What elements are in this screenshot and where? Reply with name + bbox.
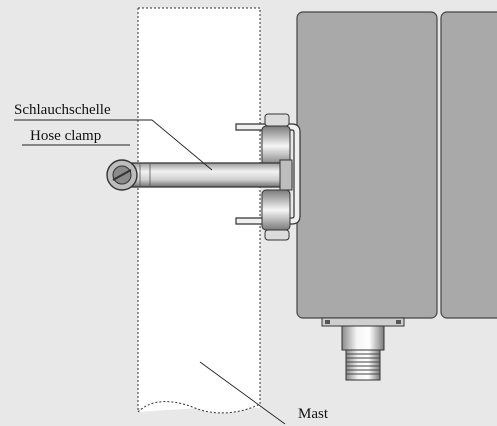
mast bbox=[137, 7, 261, 414]
label-hose-clamp: Hose clamp bbox=[30, 128, 101, 144]
mounting-bracket bbox=[235, 123, 301, 225]
clamp-screw-icon bbox=[106, 159, 138, 191]
label-mast: Mast bbox=[298, 406, 329, 422]
device-housing bbox=[296, 11, 497, 319]
bracket-rollers bbox=[261, 113, 291, 241]
leader-lines bbox=[14, 119, 286, 425]
cable-connector bbox=[321, 317, 405, 381]
label-schlauchschelle: Schlauchschelle bbox=[14, 102, 111, 118]
